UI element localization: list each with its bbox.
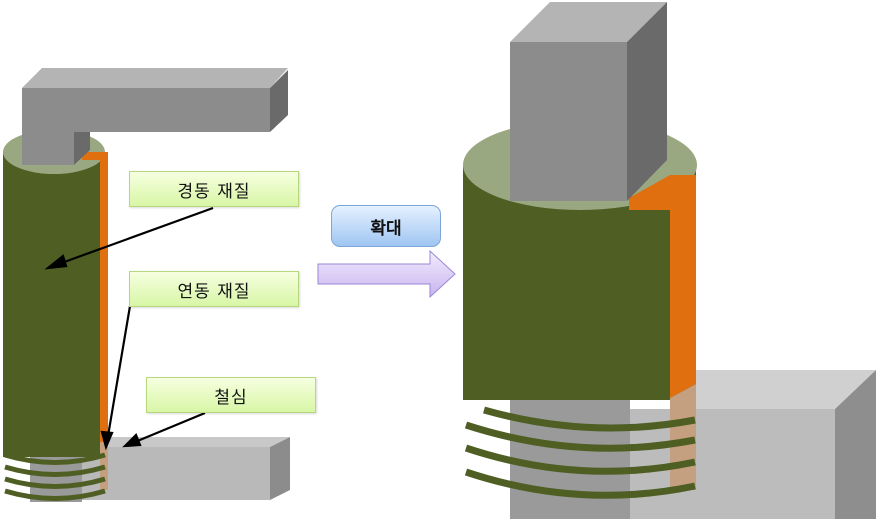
right-assembly xyxy=(463,2,876,519)
left-top-yoke xyxy=(22,68,288,165)
left-assembly xyxy=(3,68,290,502)
right-coil-rings xyxy=(464,406,696,499)
zoom-button[interactable]: 확대 xyxy=(331,205,441,247)
left-coil-rings xyxy=(4,452,106,501)
right-top-block xyxy=(510,2,667,201)
label-iron-core: 철심 xyxy=(146,377,316,413)
label-hard-brass: 경동 재질 xyxy=(129,171,299,207)
arrow-to-iron xyxy=(122,433,142,448)
zoom-arrow xyxy=(317,249,456,299)
label-soft-brass: 연동 재질 xyxy=(129,271,299,307)
leader-arrows xyxy=(44,206,214,451)
arrow-to-soft-brass xyxy=(100,430,114,451)
left-coil-body xyxy=(3,130,105,457)
arrow-to-coil xyxy=(44,254,68,270)
